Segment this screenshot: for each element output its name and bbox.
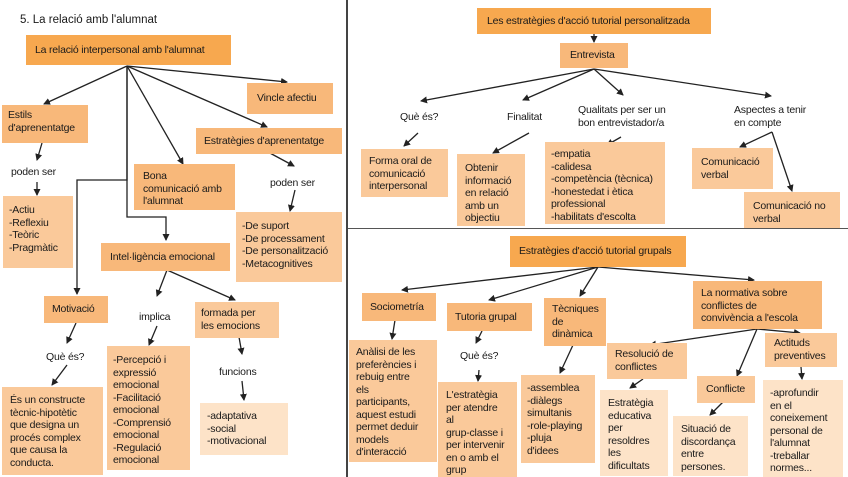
node-sociometria-definicio: Anàlisi de les preferències i rebuig ent… xyxy=(349,340,437,462)
label-finalitat: Finalitat xyxy=(507,111,542,123)
arrow-root-bona xyxy=(126,65,184,165)
arrow-que-def xyxy=(51,364,68,386)
node-intel-ligencia-emocional: Intel·ligència emocional xyxy=(101,243,230,271)
arrow-tecniques-items xyxy=(559,344,574,374)
node-estrategies-tipus: -De suport -De processament -De personal… xyxy=(236,212,342,282)
arrow-actituds-items xyxy=(798,366,805,380)
node-funcions-items: -adaptativa -social -motivacional xyxy=(200,403,288,455)
arrow-root-sociometria xyxy=(401,266,599,293)
node-qualitats-items: -empatia -calidesa -competència (tècnica… xyxy=(545,142,665,224)
arrow-estils-poden xyxy=(35,142,43,161)
arrow-motivacio-que xyxy=(66,322,77,344)
node-tecniques-items: -assemblea -diàlegs simultanis -role-pla… xyxy=(521,375,595,463)
arrow-que-forma xyxy=(403,132,419,147)
node-estrategies-grupals: Estratègies d'acció tutorial grupals xyxy=(510,236,686,267)
section-title: 5. La relació amb l'alumnat xyxy=(20,14,158,26)
horizontal-divider xyxy=(348,228,848,229)
arrow-tutoria-que xyxy=(475,330,483,344)
arrow-estrategies-poden xyxy=(267,151,295,167)
arrow-poden-items xyxy=(287,189,296,212)
node-bona-comunicacio: Bona comunicació amb l'alumnat xyxy=(134,164,235,210)
arrow-que-tutoria-def xyxy=(475,369,483,382)
node-estrategies-personalitzada: Les estratègies d'acció tutorial persona… xyxy=(477,8,711,34)
arrow-entrevista-aspectes xyxy=(593,68,772,99)
arrow-root-estrategies xyxy=(126,65,268,128)
arrow-root-estils xyxy=(43,65,128,105)
label-poden-ser-estils: poden ser xyxy=(11,166,56,178)
node-obtenir-informacio: Obtenir informació en relació amb un obj… xyxy=(457,154,525,226)
arrow-normativa-conflicte xyxy=(736,328,758,377)
arrow-root-tutoria xyxy=(488,266,599,302)
arrow-aspectes-verbal xyxy=(739,131,773,148)
node-motivacio-definicio: És un constructe tècnic-hipotètic que de… xyxy=(2,387,103,475)
node-comunicacio-verbal: Comunicació verbal xyxy=(692,148,773,189)
label-implica: implica xyxy=(139,311,171,323)
node-sociometria: Sociometría xyxy=(362,293,436,321)
node-resolucio-definicio: Estratègia educativa per resoldres les d… xyxy=(600,390,668,476)
arrow-intel-formada xyxy=(166,269,236,301)
arrow-aspectes-noverbal xyxy=(771,131,794,192)
vertical-divider xyxy=(346,0,348,477)
label-poden-ser-estrategies: poden ser xyxy=(270,177,315,189)
arrow-finalitat-obtenir xyxy=(492,132,530,154)
arrow-root-normativa xyxy=(597,266,755,283)
node-tutoria-grupal: Tutoria grupal xyxy=(447,303,532,331)
node-forma-oral: Forma oral de comunicació interpersonal xyxy=(361,149,448,197)
label-que-es-motivacio: Què és? xyxy=(46,351,85,363)
label-funcions: funcions xyxy=(219,366,257,378)
node-implica-items: -Percepció i expressió emocional -Facili… xyxy=(107,346,190,470)
node-relacio-interpersonal: La relació interpersonal amb l'alumnat xyxy=(26,35,231,65)
node-formada-emocions: formada per les emocions xyxy=(195,302,279,338)
node-conflicte-definicio: Situació de discordança entre persones. xyxy=(673,416,748,476)
arrow-resolucio-def xyxy=(629,378,644,389)
arrow-intel-implica xyxy=(155,269,168,297)
node-comunicacio-no-verbal: Comunicació no verbal xyxy=(744,192,840,228)
arrow-entrevista-qualitats xyxy=(593,68,624,96)
node-actituds-items: -aprofundir en el coneixement personal d… xyxy=(763,380,843,477)
node-vincle-afectiu: Vincle afectiu xyxy=(247,83,333,114)
arrow-root-tecniques xyxy=(579,266,599,297)
arrow-implica-items xyxy=(148,325,158,346)
node-tecniques-dinamica: Tècniques de dinàmica xyxy=(544,298,606,346)
label-qualitats: Qualitats per ser un bon entrevistador/a xyxy=(578,104,666,129)
arrow-formada-funcions xyxy=(237,336,245,355)
arrow-root-vincle xyxy=(126,65,288,85)
label-aspectes: Aspectes a tenir en compte xyxy=(734,104,807,129)
arrow-funcions-items xyxy=(239,380,247,401)
arrow-sociometria-def xyxy=(389,319,397,340)
node-estrategies-aprenentatge: Estratègies d'aprenentatge xyxy=(196,128,342,154)
node-estils-tipus: -Actiu -Reflexiu -Teòric -Pragmàtic xyxy=(3,196,73,268)
arrow-conflicte-def xyxy=(709,401,724,416)
arrow-entrevista-que xyxy=(420,68,595,104)
node-actituds-preventives: Actituds preventives xyxy=(765,333,837,367)
node-motivacio: Motivació xyxy=(44,296,108,323)
label-que-es-tutoria: Què és? xyxy=(460,350,499,362)
node-conflicte: Conflicte xyxy=(697,376,755,403)
node-tutoria-definicio: L'estratègia per atendre al grup-classe … xyxy=(438,382,517,477)
node-estils-aprenentatge: Estils d'aprenentatge xyxy=(2,105,88,143)
arrow-entrevista-finalitat xyxy=(522,68,595,101)
node-normativa-conflictes: La normativa sobre conflictes de convivè… xyxy=(693,281,822,329)
node-resolucio-conflictes: Resolució de conflictes xyxy=(607,343,687,379)
arrow-root-intel xyxy=(126,66,170,241)
label-que-es-entrevista: Què és? xyxy=(400,111,439,123)
node-entrevista: Entrevista xyxy=(560,43,628,68)
